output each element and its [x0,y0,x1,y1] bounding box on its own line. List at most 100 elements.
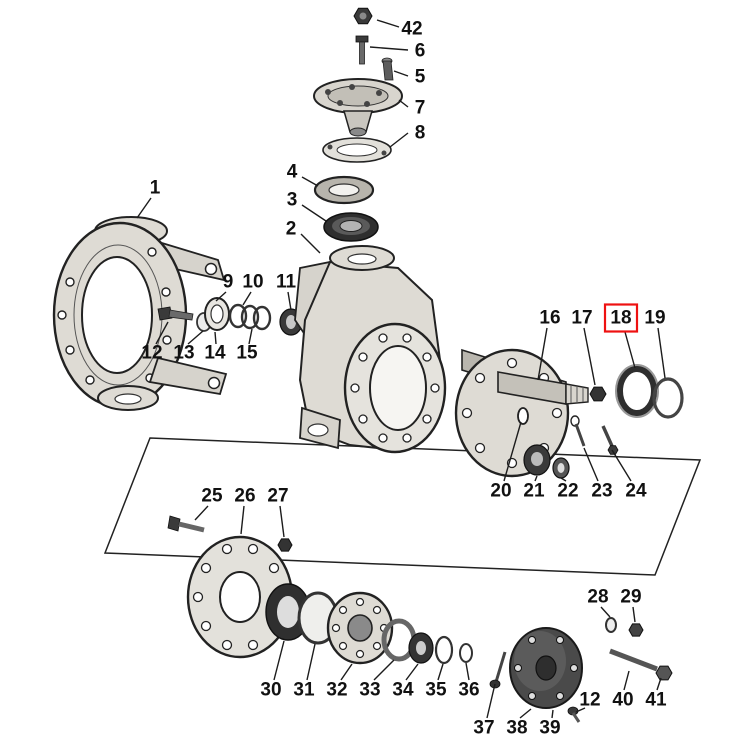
leader-line-7 [398,99,409,108]
callout-42: 42 [401,19,422,40]
callout-3: 3 [287,190,298,211]
callout-22: 22 [557,481,578,502]
callout-9: 9 [223,272,234,293]
callout-26: 26 [234,486,255,507]
part-29-nut [628,623,644,637]
leader-line-10 [242,291,252,306]
callout-4: 4 [287,162,298,183]
callout-29: 29 [620,587,641,608]
part-12b-screw [567,706,581,723]
callout-1: 1 [150,178,161,199]
part-7-bearing-cap [313,78,403,137]
callout-8: 8 [415,123,426,144]
part-36-washer [459,643,473,663]
callout-34: 34 [392,680,414,701]
leader-line-4 [301,176,319,187]
leader-line-20 [503,421,522,482]
part-40-41-bolt [609,648,673,681]
callout-40: 40 [612,690,633,711]
leader-line-26 [240,505,245,535]
leader-line-34 [405,663,419,681]
part-27-nut [277,538,293,552]
leader-line-35 [437,663,444,681]
callout-35: 35 [425,680,447,701]
part-26-hub-flange [186,535,294,659]
part-21-bearing-cone [523,444,551,476]
callout-18: 18 [610,308,631,329]
part-42-nut [353,7,373,25]
part-22-ring [552,457,570,479]
part-23-stud [570,415,586,447]
part-14-retainer-ring [204,297,230,331]
callout-27: 27 [267,486,288,507]
callout-21: 21 [523,481,545,502]
leader-line-24 [611,449,632,482]
callout-11: 11 [276,272,297,293]
callout-19: 19 [644,308,665,329]
callout-24: 24 [625,481,647,502]
callout-41: 41 [645,690,667,711]
leader-line-6 [369,46,409,51]
callout-12: 12 [579,690,600,711]
leader-line-15 [248,328,253,345]
callout-20: 20 [490,481,511,502]
callout-14: 14 [204,343,226,364]
leader-line-39 [551,709,554,719]
leader-line-21 [534,475,538,482]
leader-line-25 [194,505,209,521]
part-6-bolt [355,35,369,65]
leader-line-37 [486,683,496,719]
callout-32: 32 [326,680,347,701]
part-37-bolt [489,651,507,689]
leader-line-1 [136,197,152,219]
leader-line-33 [373,659,395,681]
callout-16: 16 [539,308,560,329]
leader-line-12 [575,707,586,713]
leader-line-17 [583,327,596,386]
leader-line-14 [214,331,217,345]
callout-2: 2 [286,219,297,240]
part-3-bearing [323,212,379,242]
part-17-spindle-nut [589,386,607,402]
callout-10: 10 [242,272,263,293]
callout-25: 25 [201,486,223,507]
callout-17: 17 [571,308,592,329]
part-15-shim-rings [228,303,272,331]
part-18-seal-ring [615,364,659,418]
highlight-box-18 [603,303,639,333]
part-28-washer [605,617,617,633]
callout-12: 12 [141,343,162,364]
callout-31: 31 [293,680,315,701]
leader-line-16 [537,327,548,381]
leader-line-2 [300,233,321,254]
leader-line-27 [279,505,285,538]
leader-line-28 [600,606,611,618]
part-25-bolt [167,515,205,533]
part-38-39-hub-cap [509,627,583,709]
part-19-seal-ring [652,377,684,419]
leader-line-8 [389,132,409,148]
callout-30: 30 [260,680,281,701]
leader-line-42 [376,19,400,28]
callout-6: 6 [415,41,426,62]
leader-line-40 [623,670,630,691]
callout-37: 37 [473,718,494,739]
leader-line-31 [306,643,316,681]
callout-39: 39 [539,718,560,739]
callout-36: 36 [458,680,479,701]
assembly-boundary-parallelogram [103,437,702,576]
leader-line-12 [155,321,169,345]
callout-38: 38 [506,718,527,739]
leader-line-30 [273,640,285,681]
callout-13: 13 [173,343,194,364]
callout-33: 33 [359,680,380,701]
callout-23: 23 [591,481,612,502]
part-5-pin [381,57,394,81]
part-20-washer [517,407,529,425]
part-16-spindle-shaft [454,348,589,478]
part-1-axle-yoke [52,216,228,411]
part-24-bolt [601,425,619,455]
